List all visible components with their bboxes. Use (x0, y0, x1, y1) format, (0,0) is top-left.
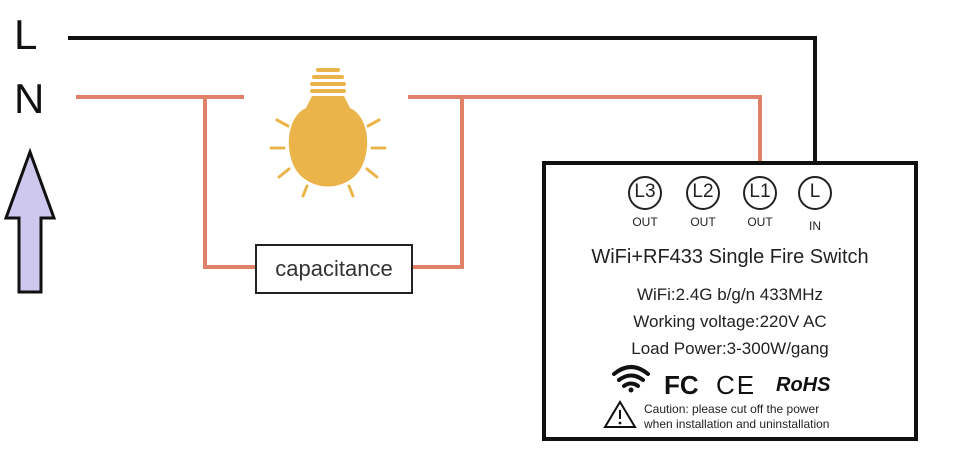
terminal-l-circle (798, 176, 832, 210)
device-title: WiFi+RF433 Single Fire Switch (591, 246, 869, 268)
terminal-l1-label: L1 (749, 181, 771, 202)
device-spec-wifi: WiFi:2.4G b/g/n 433MHz (636, 285, 824, 304)
wifi-icon (612, 365, 650, 393)
terminal-l3-circle (628, 176, 662, 210)
terminal-l1-sub: OUT (747, 215, 773, 229)
caution-line-1: Caution: please cut off the power (644, 402, 820, 416)
ce-mark: CE (716, 370, 757, 400)
fcc-mark: FC (664, 370, 699, 400)
neutral-line-label: N (14, 75, 45, 122)
terminal-l2-circle (686, 176, 720, 210)
light-bulb-icon (269, 68, 387, 198)
terminal-l1-circle (743, 176, 777, 210)
terminal-l2-sub: OUT (690, 215, 716, 229)
live-line-label: L (14, 11, 38, 58)
terminal-l3-label: L3 (634, 181, 656, 202)
capacitor-branch-right (412, 97, 464, 269)
up-arrow-icon (3, 147, 57, 294)
capacitor-label: capacitance (275, 256, 393, 281)
terminal-l-label: L (809, 181, 821, 202)
device-spec-load: Load Power:3-300W/gang (631, 339, 829, 358)
terminal-l3-sub: OUT (632, 215, 658, 229)
capacitor-branch-left (203, 97, 256, 269)
terminal-l2-label: L2 (692, 181, 714, 202)
switch-device-box (542, 161, 918, 441)
caution-line-2: when installation and uninstallation (644, 417, 830, 431)
device-spec-voltage: Working voltage:220V AC (633, 312, 827, 331)
terminal-l-sub: IN (809, 219, 821, 233)
warning-icon (603, 400, 637, 428)
neutral-wire-right (408, 95, 762, 178)
live-wire (68, 36, 817, 178)
rohs-mark: RoHS (776, 374, 831, 396)
capacitor-box (255, 244, 413, 294)
